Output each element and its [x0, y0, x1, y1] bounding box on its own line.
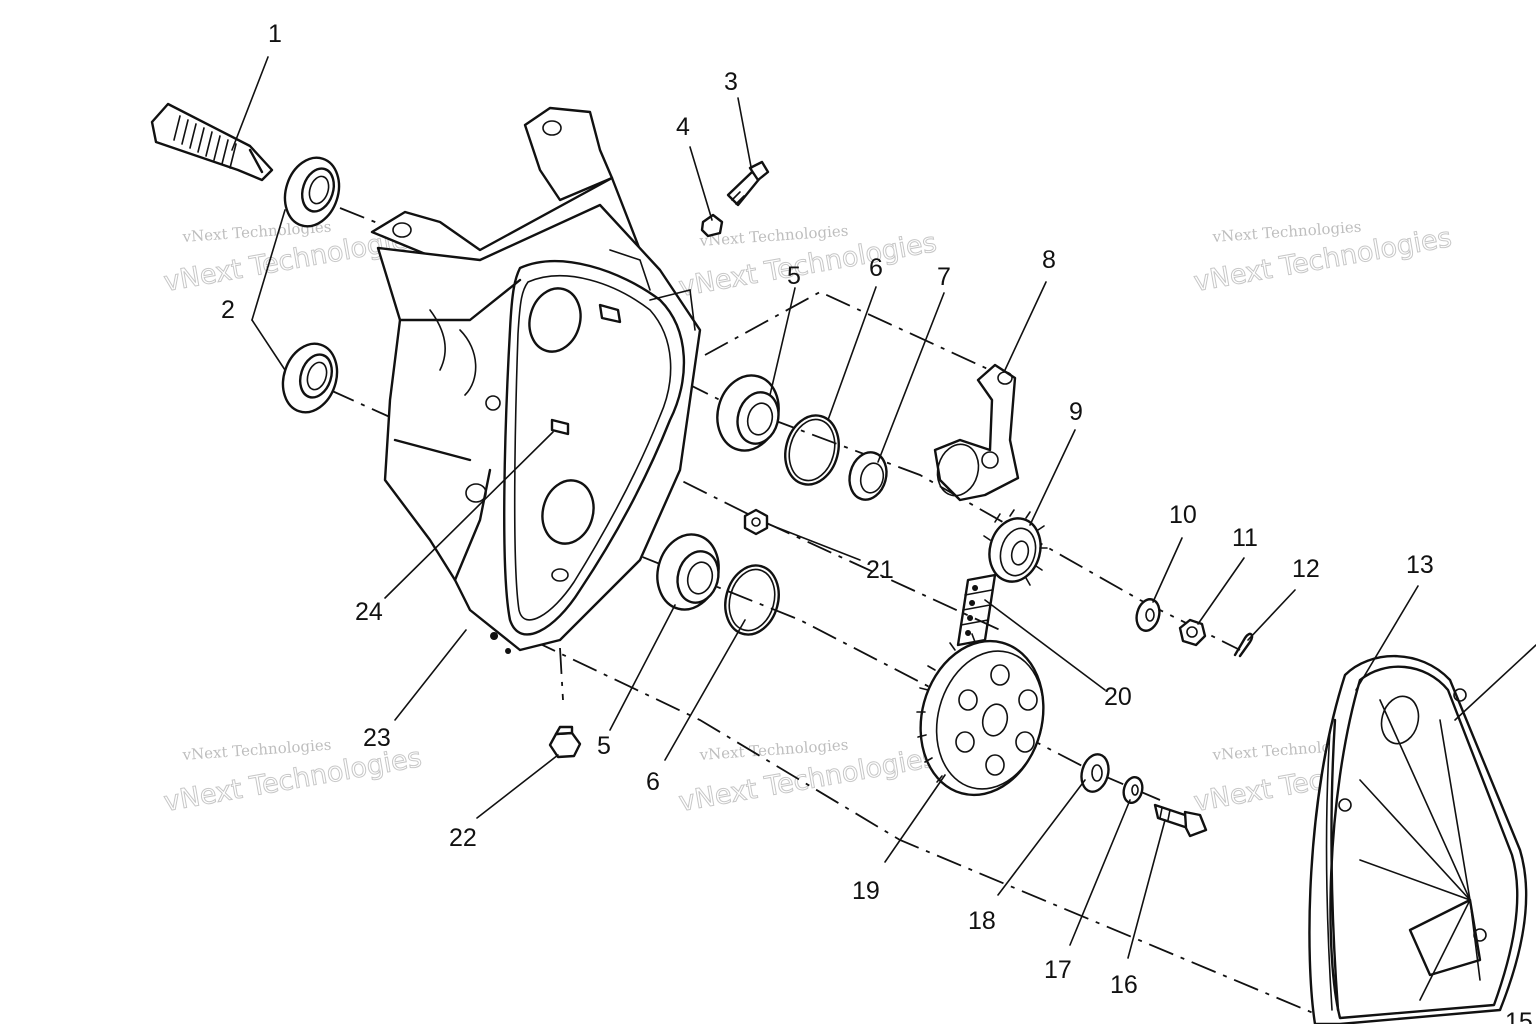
jam-nut [700, 213, 724, 238]
bearing-lower [656, 533, 720, 611]
label-part-23: 23 [363, 724, 391, 752]
label-part-5-lower: 5 [597, 732, 611, 760]
drain-plug-22 [548, 725, 582, 759]
label-part-1: 1 [268, 20, 282, 48]
label-part-18: 18 [968, 907, 996, 935]
label-part-21: 21 [866, 556, 894, 584]
watermark-group: vNext Technologies vNext Technologies vN… [161, 218, 1454, 819]
label-part-6-lower: 6 [646, 768, 660, 796]
cap-screw-16 [1153, 803, 1208, 838]
label-part-20: 20 [1104, 683, 1132, 711]
label-part-7: 7 [937, 263, 951, 291]
drive-chain [956, 573, 997, 647]
label-part-3: 3 [724, 68, 738, 96]
part-labels: 1 2 3 4 5 6 7 8 9 10 11 12 13 15 16 17 1… [221, 20, 1533, 1024]
oil-seal-upper [283, 156, 341, 228]
washer-10 [1135, 598, 1161, 632]
spacer-bushing [848, 451, 888, 501]
snap-ring-upper [784, 414, 840, 486]
label-part-19: 19 [852, 877, 880, 905]
label-part-4: 4 [676, 113, 690, 141]
label-part-6-upper: 6 [869, 254, 883, 282]
lock-nut-21 [743, 508, 769, 536]
label-part-24: 24 [355, 598, 383, 626]
adjuster-bolt [726, 160, 770, 207]
chaincase-cover [1308, 654, 1528, 1024]
watermark-small-5: vNext Technologies [698, 736, 849, 764]
cotter-pin-12 [1233, 632, 1254, 658]
snap-ring-lower [724, 564, 780, 636]
hex-nut-11 [1178, 618, 1207, 647]
bearing-upper [716, 374, 780, 452]
label-part-10: 10 [1169, 501, 1197, 529]
label-part-16: 16 [1110, 971, 1138, 999]
label-part-12: 12 [1292, 555, 1320, 583]
label-part-8: 8 [1042, 246, 1056, 274]
label-part-13: 13 [1406, 551, 1434, 579]
label-part-17: 17 [1044, 956, 1072, 984]
drive-sprocket [983, 509, 1048, 586]
label-part-9: 9 [1069, 398, 1083, 426]
label-part-22: 22 [449, 824, 477, 852]
tensioner-arm [933, 363, 1020, 502]
label-part-11: 11 [1232, 524, 1258, 552]
drive-shaft [150, 102, 274, 182]
watermark-small-4: vNext Technologies [181, 736, 332, 764]
leader-lines [231, 56, 1536, 959]
washer-18 [1080, 753, 1110, 793]
lock-washer-17 [1122, 776, 1144, 804]
label-part-2: 2 [221, 296, 235, 324]
label-part-15: 15 [1505, 1008, 1533, 1024]
driven-sprocket [916, 633, 1045, 797]
label-part-5-upper: 5 [787, 262, 801, 290]
oil-seal-lower [281, 342, 339, 414]
chaincase-housing [370, 106, 702, 654]
